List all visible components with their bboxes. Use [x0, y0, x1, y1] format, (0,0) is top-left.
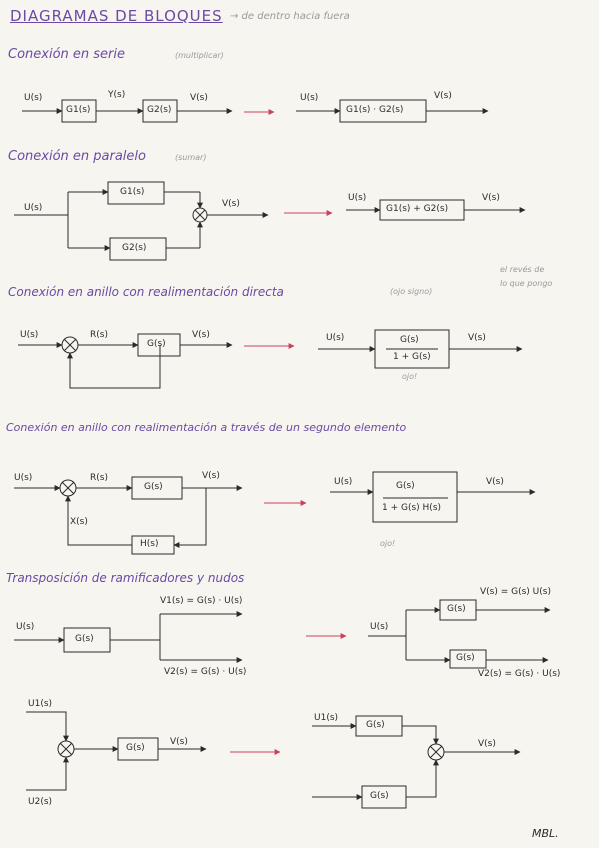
transp-d-u1: U1(s)	[314, 713, 339, 723]
directa-label-out: V(s)	[192, 330, 210, 340]
serie-g2-text: G2(s)	[147, 105, 172, 115]
directa-result-mark: ojo!	[402, 372, 418, 381]
transp-c-u2: U2(s)	[28, 797, 53, 807]
transp-d-out: V(s)	[478, 739, 496, 749]
serie-result-out-label: V(s)	[434, 91, 452, 101]
paralelo-g2-text: G2(s)	[122, 243, 147, 253]
segundo-result-block	[372, 471, 458, 523]
note-directa: (ojo signo)	[390, 287, 433, 296]
transp-c-u1: U1(s)	[28, 699, 53, 709]
heading-paralelo: Conexión en paralelo	[8, 149, 146, 164]
heading-directa: Conexión en anillo con realimentación di…	[8, 285, 284, 299]
heading-segundo: Conexión en anillo con realimentación a …	[6, 421, 407, 434]
transp-b-v2: V2(s) = G(s) · U(s)	[478, 669, 561, 679]
directa-diagram	[18, 329, 523, 389]
segundo-label-out: V(s)	[202, 471, 220, 481]
paralelo-result-out-label: V(s)	[482, 193, 500, 203]
heading-serie: Conexión en serie	[8, 47, 125, 62]
serie-label-mid: Y(s)	[108, 90, 126, 100]
transp-d-block-2-text: G(s)	[370, 791, 389, 801]
transp-d-diagram	[312, 715, 521, 809]
directa-label-in: U(s)	[20, 330, 39, 340]
serie-label-in: U(s)	[24, 93, 43, 103]
serie-label-out: V(s)	[190, 93, 208, 103]
segundo-result-num: G(s)	[396, 481, 415, 491]
side-note-directa-2: lo que pongo	[500, 279, 553, 288]
transp-a-block-text: G(s)	[75, 634, 94, 644]
paralelo-label-in: U(s)	[24, 203, 43, 213]
serie-g1-text: G1(s)	[66, 105, 91, 115]
serie-result-text: G1(s) · G2(s)	[346, 105, 404, 115]
directa-result-in-label: U(s)	[326, 333, 345, 343]
transp-b-v1: V(s) = G(s) U(s)	[480, 587, 551, 597]
directa-result-den: 1 + G(s)	[393, 352, 431, 362]
segundo-result-mark: ojo!	[380, 539, 396, 548]
transp-c-block-text: G(s)	[126, 743, 145, 753]
transp-a-label-in: U(s)	[16, 622, 35, 632]
directa-result-out-label: V(s)	[468, 333, 486, 343]
segundo-label-fb: X(s)	[70, 517, 88, 527]
transp-c-out: V(s)	[170, 737, 188, 747]
segundo-diagram	[14, 471, 536, 555]
transp-a-diagram	[14, 611, 243, 663]
paralelo-g1-text: G1(s)	[120, 187, 145, 197]
segundo-result-out-label: V(s)	[486, 477, 504, 487]
transp-b-label-in: U(s)	[370, 622, 389, 632]
paralelo-diagram	[14, 181, 526, 261]
page-title: DIAGRAMAS DE BLOQUES	[10, 7, 223, 25]
transp-b-block-2-text: G(s)	[456, 653, 475, 663]
paralelo-label-out: V(s)	[222, 199, 240, 209]
segundo-h-text: H(s)	[140, 539, 159, 549]
segundo-result-in-label: U(s)	[334, 477, 353, 487]
directa-label-err: R(s)	[90, 330, 108, 340]
paralelo-result-in-label: U(s)	[348, 193, 367, 203]
side-note-directa-1: el revés de	[500, 265, 545, 274]
paralelo-result-text: G1(s) + G2(s)	[386, 204, 449, 214]
signature: MBL.	[532, 827, 559, 840]
title-note: → de dentro hacia fuera	[230, 11, 350, 22]
segundo-label-in: U(s)	[14, 473, 33, 483]
transp-c-diagram	[26, 711, 207, 791]
transp-a-v2: V2(s) = G(s) · U(s)	[164, 667, 247, 677]
directa-feedback	[67, 345, 161, 389]
note-paralelo: (sumar)	[175, 153, 207, 162]
transp-b-block-1-text: G(s)	[447, 604, 466, 614]
segundo-label-err: R(s)	[90, 473, 108, 483]
directa-result-num: G(s)	[400, 335, 419, 345]
transp-b-block-2	[449, 649, 487, 669]
serie-diagram	[22, 99, 489, 123]
directa-block-text: G(s)	[147, 339, 166, 349]
transp-a-v1: V1(s) = G(s) · U(s)	[160, 596, 243, 606]
transp-d-block-1-text: G(s)	[366, 720, 385, 730]
serie-result-in-label: U(s)	[300, 93, 319, 103]
segundo-block-text: G(s)	[144, 482, 163, 492]
segundo-result-den: 1 + G(s) H(s)	[382, 503, 442, 513]
note-serie: (multiplicar)	[175, 51, 224, 60]
heading-transp: Transposición de ramificadores y nudos	[6, 571, 245, 585]
transp-b-diagram	[368, 599, 551, 669]
